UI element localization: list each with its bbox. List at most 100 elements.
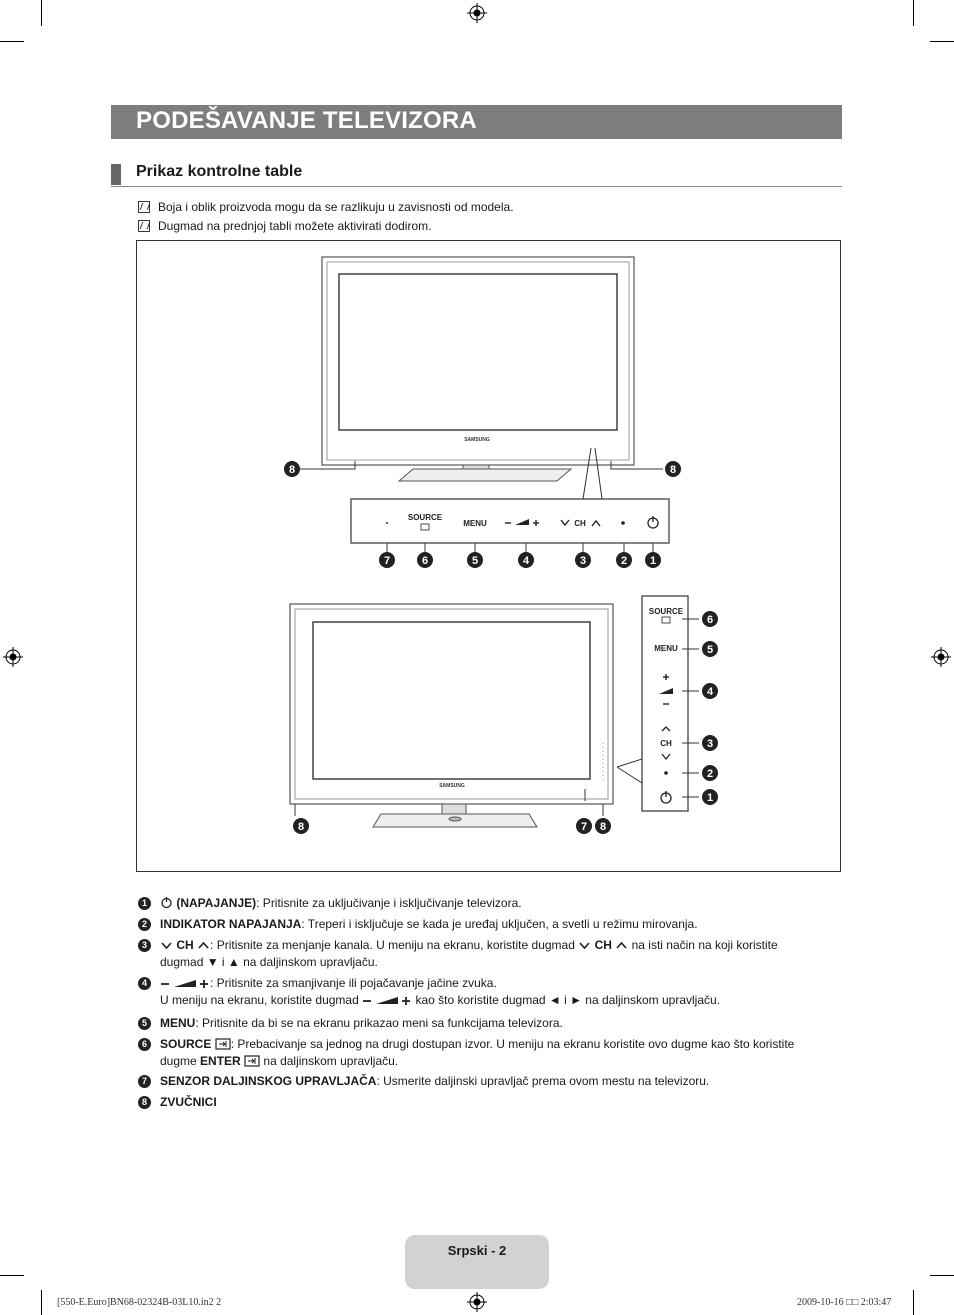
tv-illustration: SAMSUNG SOURCE MENU CH: [284, 256, 718, 834]
legend-term: MENU: [160, 1016, 196, 1030]
legend-term: SENZOR DALJINSKOG UPRAVLJAČA: [160, 1074, 377, 1088]
brand-logo: SAMSUNG: [464, 437, 490, 443]
power-icon: [161, 897, 172, 909]
print-timestamp: 2009-10-16 □□ 2:03:47: [797, 1297, 892, 1308]
note-icon: [138, 220, 150, 232]
page-label: Srpski - 2: [447, 1243, 507, 1258]
legend-item: 7 SENZOR DALJINSKOG UPRAVLJAČA: Usmerite…: [138, 1073, 828, 1091]
note-text: Boja i oblik proizvoda mogu da se razlik…: [158, 200, 514, 214]
note-text: Dugmad na prednjoj tabli možete aktivira…: [158, 219, 432, 233]
legend-desc: U meniju na ekranu, koristite dugmad: [160, 993, 359, 1007]
panel-ch-label: CH: [660, 739, 672, 748]
callout-6: 6: [422, 555, 428, 567]
legend-number: 2: [138, 918, 151, 931]
callout-5: 5: [707, 644, 713, 656]
crop-mark: [930, 1275, 954, 1276]
legend-term: SOURCE: [160, 1037, 212, 1051]
legend-item: 4 : Pritisnite za smanjivanje ili pojača…: [138, 975, 828, 1011]
callout-3: 3: [580, 555, 586, 567]
legend-term: CH: [176, 938, 194, 952]
registration-mark-icon: [3, 647, 23, 667]
section-title: Prikaz kontrolne table: [136, 163, 303, 180]
section-header: Prikaz kontrolne table: [111, 162, 842, 187]
legend-term: (NAPAJANJE): [176, 896, 257, 910]
callout-2: 2: [707, 768, 713, 780]
legend-term: CH: [594, 938, 612, 952]
legend-desc: dugme: [160, 1054, 197, 1068]
callout-5: 5: [472, 555, 478, 567]
legend-number: 1: [138, 897, 151, 910]
crop-mark: [913, 0, 914, 26]
tv-bottom: [289, 603, 614, 828]
legend-item: 2 INDIKATOR NAPAJANJA: Treperi i isključ…: [138, 916, 828, 934]
note-item: Dugmad na prednjoj tabli možete aktivira…: [138, 219, 431, 233]
source-icon: [215, 1038, 231, 1050]
note-icon: [138, 201, 150, 213]
control-panel-diagram: SAMSUNG SOURCE MENU CH: [136, 240, 841, 872]
volume-icon: [363, 997, 411, 1005]
legend-number: 5: [138, 1017, 151, 1030]
legend-desc: : Usmerite daljinski upravljač prema ovo…: [376, 1074, 710, 1088]
callout-2: 2: [621, 555, 627, 567]
tv-top: [321, 256, 635, 482]
chevron-up-icon: [616, 941, 627, 949]
section-marker: [111, 164, 121, 185]
callout-3: 3: [707, 738, 713, 750]
crop-mark: [0, 1275, 24, 1276]
callouts: 8 8 7 6 5 4 3 2 1 6 5 4 3 2 1 8 7 8: [284, 461, 718, 834]
callout-6: 6: [707, 614, 713, 626]
registration-mark-icon: [467, 3, 487, 23]
legend-desc: : Treperi i isključuje se kada je uređaj…: [301, 917, 698, 931]
legend-desc: dugmad ▼ i ▲ na daljinskom upravljaču.: [160, 955, 378, 969]
enter-icon: [244, 1055, 260, 1067]
legend-item: 8 ZVUČNICI: [138, 1094, 828, 1112]
legend-term: ENTER: [200, 1054, 241, 1068]
legend-desc: : Pritisnite za smanjivanje ili pojačava…: [210, 976, 497, 990]
note-item: Boja i oblik proizvoda mogu da se razlik…: [138, 200, 514, 214]
panel-ch-label: CH: [574, 519, 586, 528]
legend-term: ZVUČNICI: [160, 1095, 217, 1109]
chevron-down-icon: [161, 942, 172, 950]
crop-mark: [41, 0, 42, 26]
crop-mark: [0, 41, 24, 42]
page-number-tab: Srpski - 2: [405, 1235, 549, 1289]
legend-number: 8: [138, 1096, 151, 1109]
chevron-down-icon: [579, 942, 590, 950]
page-title: PODEŠAVANJE TELEVIZORA: [136, 107, 477, 134]
page-title-bar: PODEŠAVANJE TELEVIZORA: [111, 105, 842, 139]
chevron-up-icon: [198, 941, 209, 949]
legend-number: 4: [138, 977, 151, 990]
callout-8: 8: [298, 821, 304, 833]
panel-source-label: SOURCE: [408, 513, 443, 522]
brand-logo: SAMSUNG: [439, 783, 465, 789]
callout-1: 1: [707, 792, 713, 804]
legend-desc: na isti način na koji koristite: [631, 938, 778, 952]
legend-desc: : Pritisnite za uključivanje i isključiv…: [256, 896, 522, 910]
legend-desc: na daljinskom upravljaču.: [263, 1054, 399, 1068]
registration-mark-icon: [467, 1292, 487, 1312]
callout-7: 7: [384, 555, 390, 567]
volume-icon: [161, 980, 208, 988]
callout-4: 4: [707, 686, 714, 698]
legend-term: INDIKATOR NAPAJANJA: [160, 917, 302, 931]
legend-number: 6: [138, 1038, 151, 1051]
callout-1: 1: [650, 555, 656, 567]
legend-desc: : Pritisnite da bi se na ekranu prikazao…: [195, 1016, 563, 1030]
callout-8: 8: [600, 821, 606, 833]
panel-menu-label: MENU: [654, 644, 678, 653]
registration-mark-icon: [931, 647, 951, 667]
callout-8: 8: [289, 464, 295, 476]
legend-item: 3 CH : Pritisnite za menjanje kanala. U …: [138, 937, 828, 973]
crop-mark: [930, 41, 954, 42]
crop-mark: [913, 1290, 914, 1315]
legend-item: 6 SOURCE : Prebacivanje sa jednog na dru…: [138, 1036, 828, 1072]
callout-7: 7: [581, 821, 587, 833]
legend-number: 7: [138, 1075, 151, 1088]
panel-source-label: SOURCE: [649, 607, 684, 616]
callout-8: 8: [670, 464, 676, 476]
legend-desc: kao što koristite dugmad ◄ i ► na daljin…: [415, 993, 721, 1007]
file-info: [550-E.Euro]BN68-02324B-03L10.in2 2: [57, 1297, 222, 1308]
legend-desc: : Pritisnite za menjanje kanala. U menij…: [210, 938, 575, 952]
crop-mark: [41, 1290, 42, 1315]
legend-item: 1 (NAPAJANJE): Pritisnite za uključivanj…: [138, 895, 828, 913]
